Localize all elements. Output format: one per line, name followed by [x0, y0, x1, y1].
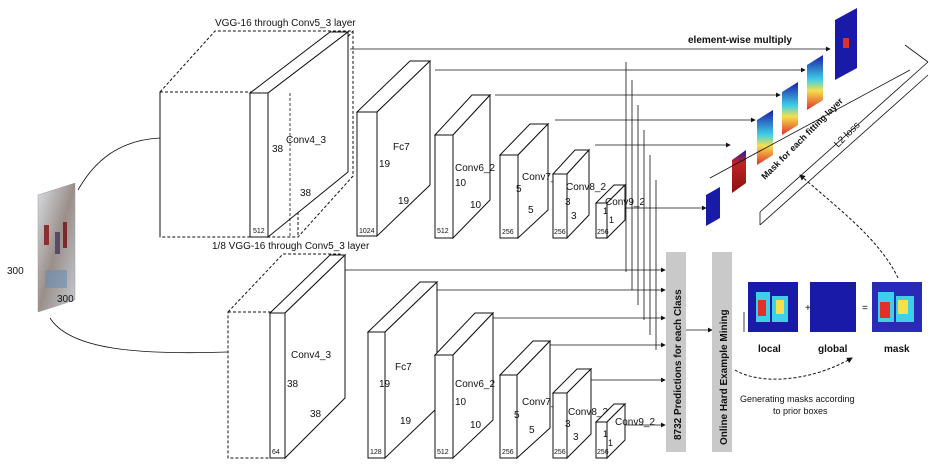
top-conv4_3-channels: 512	[253, 228, 265, 235]
bottom-conv8_2-size: 3	[565, 419, 571, 430]
plus-sign: +	[805, 303, 811, 314]
top-conv8_2-channels: 256	[554, 229, 566, 236]
mask-label: mask	[884, 344, 910, 355]
top-fc7-block	[355, 59, 432, 238]
top-conv9_2-name: Conv9_2	[605, 197, 645, 208]
top-fc7-name: Fc7	[393, 142, 410, 153]
bottom-conv7_2-block	[498, 339, 552, 460]
bottom-conv9_2-size2: 1	[608, 438, 613, 448]
bottom-fc7-size2: 19	[400, 416, 412, 427]
generating-label-2: to prior boxes	[773, 406, 828, 416]
generating-label: Generating masks according	[740, 394, 855, 404]
bottom-conv7_2-size: 5	[514, 410, 520, 421]
bottom-fc7-name: Fc7	[395, 362, 412, 373]
bottom-conv6_2-block	[433, 311, 495, 460]
element-wise-label: element-wise multiply	[688, 35, 792, 46]
bottom-conv6_2-name: Conv6_2	[455, 379, 495, 390]
top-conv8_2-block	[551, 148, 591, 240]
bottom-conv7_2-name: Conv7_2	[522, 397, 562, 408]
top-conv7_2-block	[498, 122, 550, 240]
top-conv7_2-size: 5	[516, 184, 522, 195]
bottom-conv8_2-channels: 256	[554, 449, 566, 456]
bottom-conv6_2-channels: 512	[437, 449, 449, 456]
top-conv6_2-size: 10	[455, 178, 467, 189]
equals-sign: =	[862, 303, 868, 314]
bottom-conv8_2-name: Conv8_2	[568, 407, 608, 418]
top-conv7_2-name: Conv7_2	[522, 172, 562, 183]
routing-wires	[345, 46, 831, 428]
bottom-conv4_3-channels: 64	[272, 449, 280, 456]
top-branch-title: VGG-16 through Conv5_3 layer	[215, 18, 356, 29]
input-to-bottom-curve	[49, 317, 229, 354]
bottom-conv9_2-size: 1	[603, 429, 608, 439]
local-heatmap	[748, 282, 798, 332]
top-conv4_3-size2: 38	[300, 188, 312, 199]
bottom-conv6_2-size: 10	[455, 397, 467, 408]
mask-panel-1	[706, 187, 720, 226]
top-conv9_2-size2: 1	[609, 215, 614, 225]
bottom-conv4_3-name: Conv4_3	[291, 350, 331, 361]
bottom-conv4_3-size: 38	[287, 379, 299, 390]
mask-panel-3	[757, 110, 773, 165]
top-conv7_2-channels: 256	[502, 229, 514, 236]
top-conv6_2-size2: 10	[470, 200, 482, 211]
top-conv8_2-name: Conv8_2	[566, 182, 606, 193]
bottom-branch-title: 1/8 VGG-16 through Conv5_3 layer	[212, 241, 370, 252]
local-label: local	[758, 344, 781, 355]
generating-arrow	[734, 357, 853, 380]
global-label: global	[818, 344, 848, 355]
top-conv9_2-channels: 256	[597, 229, 609, 236]
bottom-conv9_2-block	[594, 402, 627, 460]
bottom-conv6_2-size2: 10	[470, 420, 482, 431]
top-fc7-channels: 1024	[359, 228, 375, 235]
top-conv8_2-size2: 3	[571, 211, 577, 222]
bottom-fc7-block	[366, 280, 439, 460]
l2-loss-label: L2 loss	[832, 120, 862, 150]
bottom-conv8_2-size2: 3	[573, 432, 579, 443]
mask-heatmap	[872, 282, 922, 332]
top-conv9_2-block	[594, 183, 627, 240]
input-image	[37, 182, 76, 313]
top-fc7-size: 19	[379, 159, 391, 170]
bottom-conv9_2-name: Conv9_2	[615, 417, 655, 428]
ohem-label: Online Hard Example Mining	[719, 309, 730, 445]
bottom-fc7-size: 19	[379, 379, 391, 390]
predictions-label: 8732 Predictions for each Class	[673, 289, 684, 440]
bottom-conv4_3-size2: 38	[310, 409, 322, 420]
input-to-top-curve	[77, 137, 161, 191]
global-heatmap	[810, 282, 856, 332]
l2-loss-planes	[709, 44, 929, 226]
mask-panel-2	[732, 150, 746, 193]
ohem-bar	[712, 252, 732, 452]
bottom-conv7_2-channels: 256	[502, 449, 514, 456]
top-conv9_2-size: 1	[603, 206, 608, 216]
mask-panel-4	[782, 82, 798, 135]
bottom-conv7_2-size2: 5	[529, 425, 535, 436]
bottom-conv4_3-block	[268, 253, 347, 460]
top-conv6_2-channels: 512	[437, 228, 449, 235]
input-height-label: 300	[7, 266, 24, 277]
top-conv4_3-name: Conv4_3	[286, 135, 326, 146]
top-conv6_2-name: Conv6_2	[455, 163, 495, 174]
top-conv4_3-block	[248, 30, 350, 239]
bottom-fc7-channels: 128	[370, 449, 382, 456]
top-conv4_3-size: 38	[272, 144, 284, 155]
predictions-bar	[666, 252, 686, 452]
top-fc7-size2: 19	[398, 196, 410, 207]
top-conv8_2-size: 3	[565, 197, 571, 208]
bottom-conv8_2-block	[551, 367, 593, 460]
mask-to-loss-arrow	[799, 174, 899, 279]
bottom-conv9_2-channels: 256	[597, 449, 609, 456]
input-width-label: 300	[57, 294, 74, 305]
top-conv6_2-block	[433, 93, 492, 240]
top-conv7_2-size2: 5	[528, 205, 534, 216]
mask-panel-5	[807, 55, 823, 110]
